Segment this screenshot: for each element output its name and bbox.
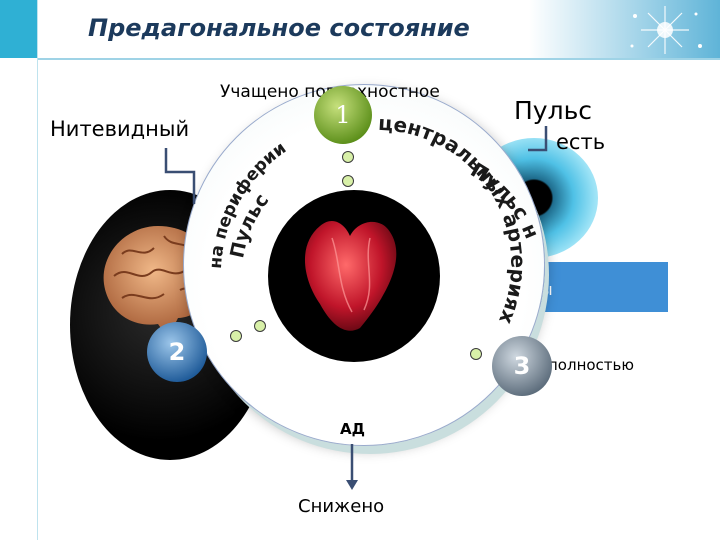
header-background	[38, 0, 720, 58]
marker-dot	[254, 320, 266, 332]
step-node-2: 2	[147, 322, 207, 382]
marker-dot	[230, 330, 242, 342]
label-pulse: Пульс	[514, 96, 593, 125]
label-thread-pulse: Нитевидный	[50, 117, 190, 141]
sparkle-decoration-icon	[630, 6, 702, 54]
header-divider	[38, 58, 720, 60]
marker-dot	[470, 348, 482, 360]
label-fully: полностью	[548, 356, 635, 374]
marker-dot	[342, 175, 354, 187]
left-accent-bar	[0, 0, 38, 540]
label-blood-pressure: АД	[340, 420, 365, 438]
info-band	[540, 262, 668, 312]
label-pulse-present: есть	[556, 130, 606, 154]
marker-dot	[342, 151, 354, 163]
slide-title: Предагональное состояние	[88, 14, 470, 42]
label-reduced: Снижено	[298, 496, 385, 517]
step-node-1: 1	[314, 86, 372, 144]
step-node-3: 3	[492, 336, 552, 396]
heart-icon	[304, 220, 397, 331]
